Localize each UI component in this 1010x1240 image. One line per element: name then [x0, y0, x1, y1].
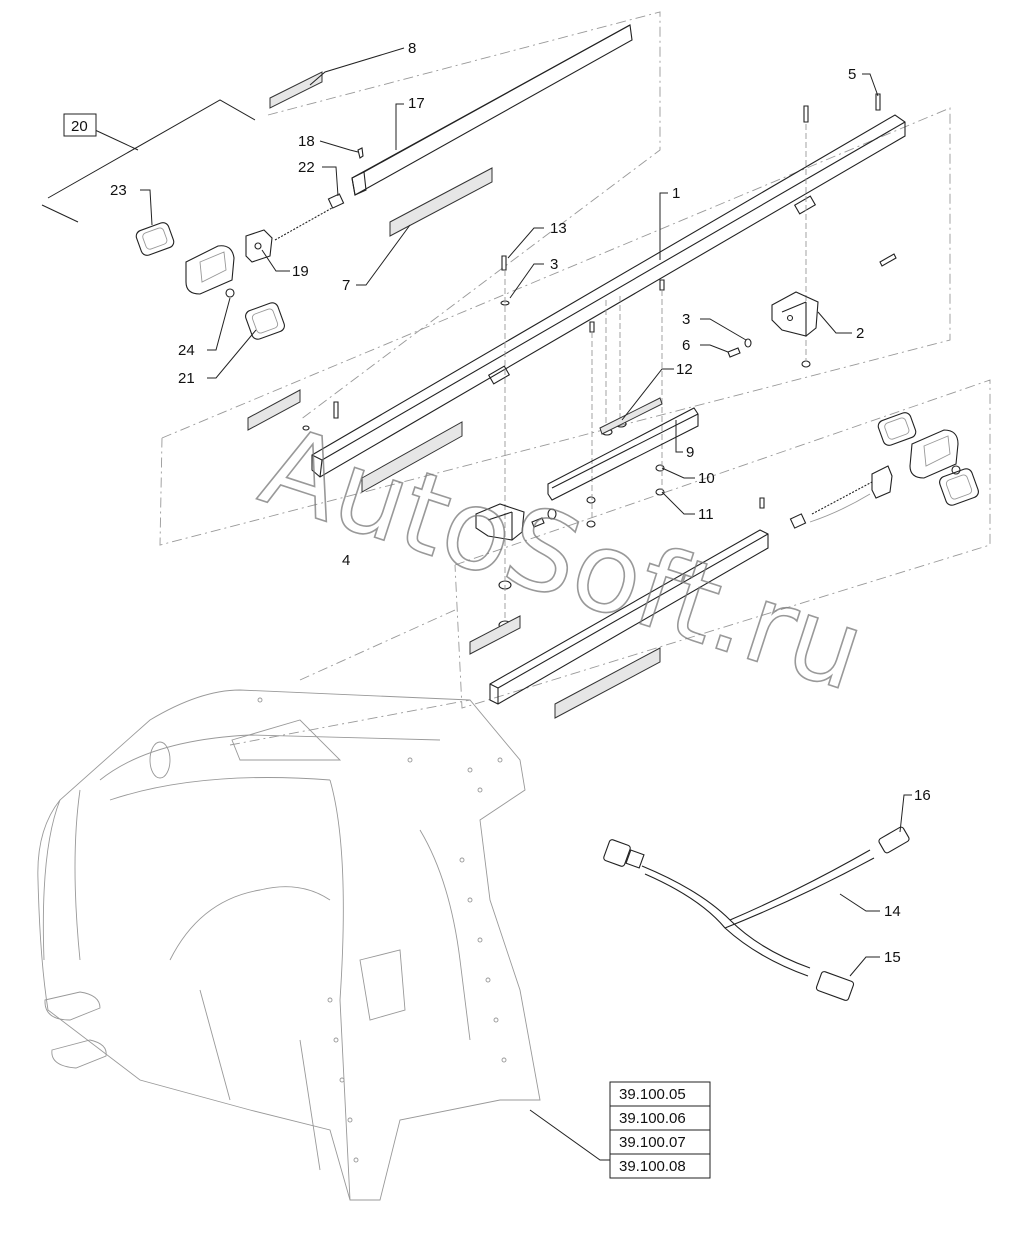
reference-4: 39.100.08: [619, 1158, 686, 1175]
callout-6: 6: [682, 337, 690, 354]
part-3-washer-b: [744, 338, 752, 348]
callout-3-top: 3: [550, 256, 558, 273]
callout-9: 9: [686, 444, 694, 461]
lamp-housing: [185, 245, 235, 295]
mounting-holes: [257, 697, 507, 1163]
part-22-sleeve: [327, 193, 345, 209]
part-4-bracket: [475, 503, 557, 541]
part-9-channel: [547, 397, 699, 501]
right-lamp-lens-top: [877, 412, 917, 446]
harness: [603, 826, 910, 1001]
part-1-main-bar: [311, 114, 906, 478]
part-2-bracket: [771, 291, 819, 337]
left-lamp-assembly: [135, 147, 364, 340]
reference-1: 39.100.05: [619, 1086, 686, 1103]
callout-20: 20: [71, 118, 88, 135]
part-24-bulb: [225, 288, 235, 298]
right-lamp-assembly: [789, 412, 979, 529]
callout-24: 24: [178, 342, 195, 359]
part-22-spring: [274, 207, 333, 241]
right-lamp-lens-bottom: [939, 468, 979, 506]
callout-8: 8: [408, 40, 416, 57]
callout-19: 19: [292, 263, 309, 280]
right-lamp-housing: [909, 429, 959, 479]
connector-left: [603, 839, 631, 867]
callout-18: 18: [298, 133, 315, 150]
leader-lines: [140, 47, 912, 1161]
callout-7: 7: [342, 277, 350, 294]
callout-17: 17: [408, 95, 425, 112]
callout-12: 12: [676, 361, 693, 378]
callout-labels: 8 17 20 18 22 23 19 7 24 21 13 3 1 5 3 6…: [63, 40, 931, 966]
reference-table: 39.100.05 39.100.06 39.100.07 39.100.08: [609, 1081, 711, 1179]
right-lamp-bracket: [871, 465, 893, 499]
callout-10: 10: [698, 470, 715, 487]
callout-3-right: 3: [682, 311, 690, 328]
callout-5: 5: [848, 66, 856, 83]
part-7-sticker: [389, 167, 493, 237]
part-13-bolt: [501, 255, 507, 271]
callout-21: 21: [178, 370, 195, 387]
part-21-lens: [245, 302, 285, 340]
reference-3: 39.100.07: [619, 1134, 686, 1151]
callout-1: 1: [672, 185, 680, 202]
kit-20-leader: [41, 99, 256, 223]
assembly-boundaries: [159, 11, 991, 746]
part-6-bolt: [727, 347, 741, 358]
callout-22: 22: [298, 159, 315, 176]
callout-14: 14: [884, 903, 901, 920]
callout-13: 13: [550, 220, 567, 237]
callout-16: 16: [914, 787, 931, 804]
part-23-lens: [135, 222, 175, 256]
part-18-screw: [357, 147, 364, 159]
part-15-connector: [815, 971, 855, 1001]
part-14-cable: [641, 865, 811, 969]
part-19-bracket: [245, 229, 273, 263]
machine-body: [37, 689, 541, 1201]
callout-15: 15: [884, 949, 901, 966]
part-5-bolt: [875, 93, 881, 111]
bar-1-stickers: [247, 389, 463, 493]
callout-4: 4: [342, 552, 350, 569]
callout-11: 11: [698, 506, 714, 523]
reference-2: 39.100.06: [619, 1110, 686, 1127]
part-17-upper-bar: [351, 24, 633, 196]
part-16-connector: [878, 826, 910, 854]
part-8-sticker: [269, 71, 323, 109]
callout-23: 23: [110, 182, 127, 199]
lower-bar: [469, 529, 769, 719]
callout-2: 2: [856, 325, 864, 342]
